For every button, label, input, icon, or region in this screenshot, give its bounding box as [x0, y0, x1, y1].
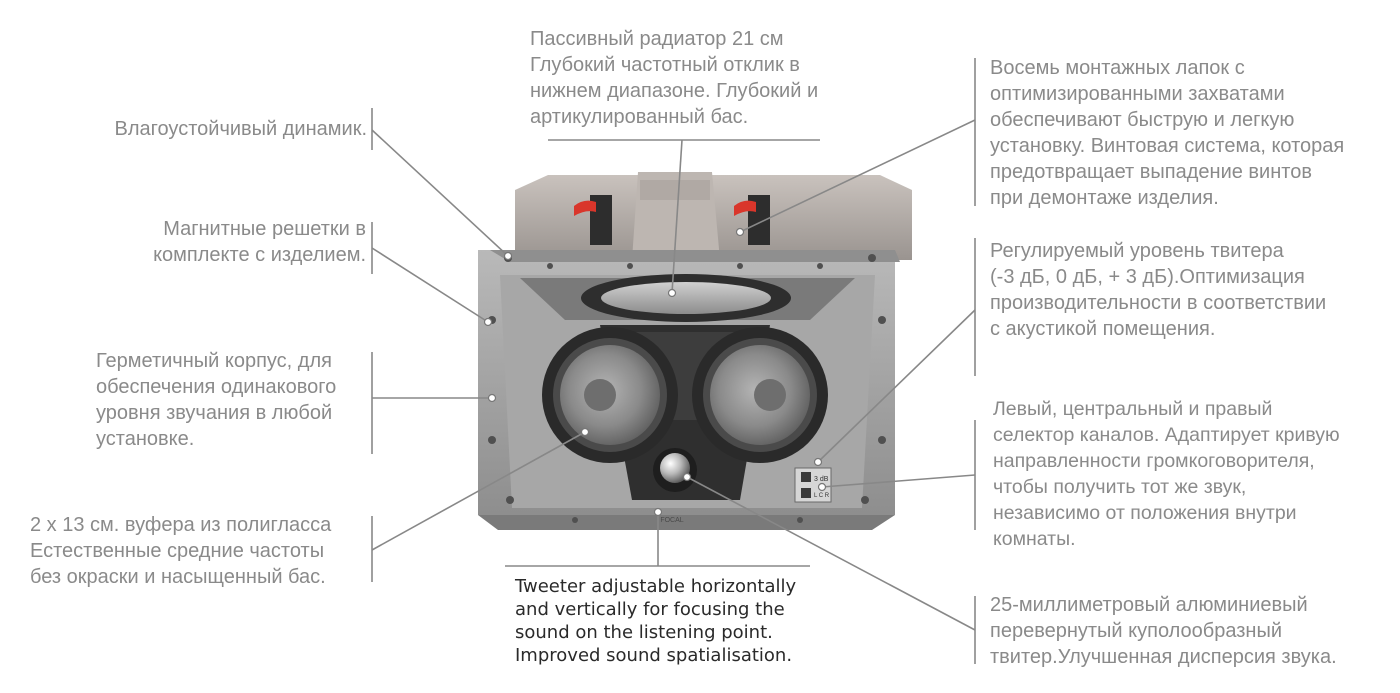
callout-line: установке. — [96, 428, 195, 450]
screw-holes — [488, 254, 886, 523]
leader-lines — [371, 58, 976, 664]
callout-line: (-3 дБ, 0 дБ, + 3 дБ).Оптимизация — [990, 266, 1305, 288]
callout-line: sound on the listening point. — [515, 622, 773, 643]
switch-panel: 3 dB L C R — [794, 467, 832, 503]
callout-line: без окраски и насыщенный бас. — [30, 566, 326, 588]
callout-tweeter-level: Регулируемый уровень твитера (-3 дБ, 0 д… — [990, 238, 1326, 342]
callout-line: селектор каналов. Адаптирует кривую — [993, 424, 1340, 446]
callout-passive-radiator: Пассивный радиатор 21 см Глубокий частот… — [530, 26, 818, 130]
mounting-clip-right — [734, 195, 770, 245]
callout-line: and vertically for focusing the — [515, 599, 785, 620]
channel-switch-label: L C R — [814, 493, 830, 499]
callout-line: нижнем диапазоне. Глубокий и — [530, 80, 819, 102]
callout-line: Improved sound spatialisation. — [515, 645, 793, 666]
callout-line: предотвращает выпадение винтов — [990, 161, 1312, 183]
leader-dots — [483, 227, 827, 517]
callout-line: установку. Винтовая система, которая — [990, 135, 1345, 157]
callout-line: Герметичный корпус, для — [96, 350, 332, 372]
tweeter-level-switch-label: 3 dB — [814, 476, 829, 483]
callout-aluminium-tweeter: 25-миллиметровый алюминиевый перевернуты… — [990, 592, 1337, 670]
callout-mounting-tabs: Восемь монтажных лапок с оптимизированны… — [990, 55, 1344, 211]
callout-line: производительности в соответствии — [990, 292, 1327, 314]
callout-line: комплекте с изделием. — [153, 244, 366, 266]
callout-line: Tweeter adjustable horizontally — [515, 576, 797, 597]
callout-sealed-enclosure: Герметичный корпус, для обеспечения один… — [96, 348, 336, 452]
callout-line: с акустикой помещения. — [990, 318, 1216, 340]
passive-radiator — [581, 274, 791, 322]
tweeter — [653, 448, 697, 492]
callout-line: Левый, центральный и правый — [993, 398, 1273, 420]
callout-magnetic-grilles: Магнитные решетки в комплекте с изделием… — [153, 216, 366, 268]
callout-line: уровня звучания в любой — [96, 402, 333, 424]
callout-line: Магнитные решетки в — [163, 218, 366, 240]
callout-line: Глубокий частотный отклик в — [530, 54, 800, 76]
brand-mark: FOCAL — [660, 517, 683, 524]
callout-line: оптимизированными захватами — [990, 83, 1285, 105]
callout-line: Пассивный радиатор 21 см — [530, 28, 784, 50]
callout-line: чтобы получить тот же звук, — [993, 476, 1247, 498]
callout-line: при демонтаже изделия. — [990, 187, 1219, 209]
callout-tweeter-adjustable: Tweeter adjustable horizontally and vert… — [515, 575, 796, 667]
callout-line: артикулированный бас. — [530, 106, 749, 128]
callout-line: 2 x 13 см. вуфера из полигласса — [30, 514, 332, 536]
callout-line: твитер.Улучшенная дисперсия звука. — [990, 646, 1337, 668]
callout-line: комнаты. — [993, 528, 1076, 550]
callout-channel-selector: Левый, центральный и правый селектор кан… — [993, 396, 1340, 552]
callout-line: обеспечения одинакового — [96, 376, 337, 398]
callout-line: Влагоустойчивый динамик. — [114, 118, 367, 140]
woofer-right — [692, 327, 828, 463]
callout-line: направленности громкоговорителя, — [993, 450, 1315, 472]
woofer-left — [542, 327, 678, 463]
callout-line: обеспечивают быструю и легкую — [990, 109, 1295, 131]
callout-line: Естественные средние частоты — [30, 540, 325, 562]
mounting-clip-left — [574, 195, 612, 245]
callout-line: Восемь монтажных лапок с — [990, 57, 1245, 79]
callout-line: 25-миллиметровый алюминиевый — [990, 594, 1308, 616]
callout-line: перевернутый куполообразный — [990, 620, 1283, 642]
rear-enclosure — [515, 172, 912, 260]
callout-woofers: 2 x 13 см. вуфера из полигласса Естестве… — [30, 512, 331, 590]
callout-line: Регулируемый уровень твитера — [990, 240, 1284, 262]
callout-line: независимо от положения внутри — [993, 502, 1297, 524]
callout-waterproof: Влагоустойчивый динамик. — [115, 116, 367, 142]
